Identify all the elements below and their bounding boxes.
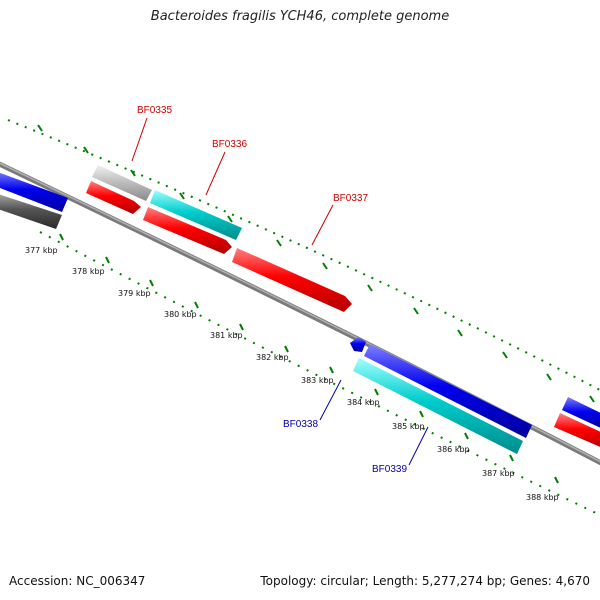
- gene-reverse-left-dark[interactable]: [0, 193, 62, 229]
- gene-bf0336[interactable]: [150, 190, 242, 240]
- scale-label: 381 kbp: [210, 331, 243, 340]
- leader-bf0335: [131, 117, 148, 162]
- label-bf0338: BF0338: [283, 419, 318, 430]
- leader-bf0337: [311, 204, 334, 246]
- scale-label: 380 kbp: [164, 310, 197, 319]
- scale-label: 377 kbp: [25, 246, 58, 255]
- upper-tick-ring: [7, 119, 600, 391]
- gene-bf0335[interactable]: [92, 165, 152, 201]
- scale-label: 379 kbp: [118, 289, 151, 298]
- gene-bf0338[interactable]: [364, 344, 532, 438]
- gene-reverse-left-blue[interactable]: [0, 171, 68, 212]
- label-bf0337: BF0337: [333, 193, 368, 204]
- scale-label: 387 kbp: [482, 469, 515, 478]
- leader-bf0339: [408, 426, 429, 466]
- gene-forward-red-2[interactable]: [143, 207, 232, 254]
- gene-bf0339[interactable]: [353, 358, 523, 454]
- gene-reverse-small[interactable]: [350, 337, 366, 352]
- label-bf0339: BF0339: [372, 464, 407, 475]
- scale-label: 383 kbp: [301, 376, 334, 385]
- label-bf0336: BF0336: [212, 139, 247, 150]
- scale-label: 386 kbp: [437, 445, 470, 454]
- lower-tick-ring: [39, 231, 600, 516]
- gene-forward-red-1[interactable]: [86, 181, 141, 214]
- gene-bf0337[interactable]: [232, 248, 352, 312]
- scale-label: 388 kbp: [526, 493, 559, 502]
- scale-label: 378 kbp: [72, 267, 105, 276]
- gene-right-blue[interactable]: [562, 397, 600, 430]
- gene-right-red[interactable]: [554, 413, 600, 449]
- leader-bf0336: [205, 151, 226, 196]
- genome-summary-text: Topology: circular; Length: 5,277,274 bp…: [260, 574, 590, 588]
- accession-text: Accession: NC_006347: [9, 574, 146, 588]
- map-title: Bacteroides fragilis YCH46, complete gen…: [150, 9, 450, 24]
- scale-label: 385 kbp: [392, 422, 425, 431]
- label-bf0335: BF0335: [137, 105, 172, 116]
- major-ticks: [37, 124, 595, 484]
- scale-label: 382 kbp: [256, 353, 289, 362]
- scale-label: 384 kbp: [347, 398, 380, 407]
- leader-bf0338: [319, 379, 342, 421]
